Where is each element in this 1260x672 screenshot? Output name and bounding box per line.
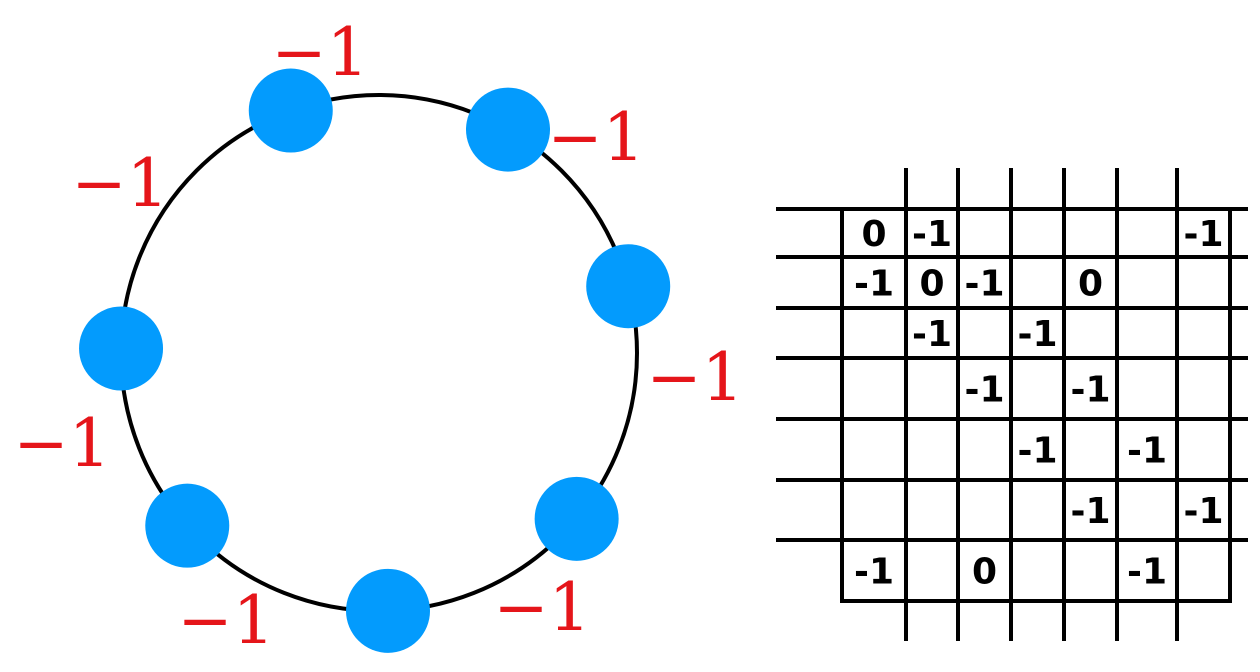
ring-node-4 <box>534 476 619 561</box>
ring-node-3 <box>586 244 671 329</box>
matrix-cell-r7-c1: -1 <box>854 552 894 593</box>
matrix-cell-r2-c5: 0 <box>1078 264 1103 305</box>
matrix-cell-r3-c2: -1 <box>912 314 952 355</box>
matrix-cell-r1-c7: -1 <box>1184 214 1224 255</box>
ring-node-2 <box>466 87 550 172</box>
matrix-cell-values: 0 -1 -1 -1 0 -1 0 -1 -1 -1 -1 -1 -1 -1 -1 -1 0 -1 <box>854 214 1224 593</box>
matrix-cell-r2-c1: -1 <box>854 264 894 305</box>
matrix-cell-box <box>840 538 908 603</box>
matrix-cell-r5-c4: -1 <box>1018 431 1058 472</box>
matrix-cell-box <box>904 306 960 360</box>
matrix-cell-r1-c2: -1 <box>912 214 952 255</box>
matrix-cell-box <box>1009 306 1066 360</box>
edge-weight-label-5: −1 <box>177 582 274 659</box>
matrix-cell-r2-c3: -1 <box>965 264 1005 305</box>
edge-weight-label-2: −1 <box>547 99 644 176</box>
matrix-cell-box <box>1115 417 1179 482</box>
matrix-cell-r2-c2: 0 <box>919 264 944 305</box>
matrix-cell-boxes <box>840 207 1232 603</box>
edge-weight-label-6: −1 <box>13 405 110 482</box>
edge-labels: −1−1−1−1−1−1−1 <box>13 14 743 659</box>
matrix-cell-r4-c5: -1 <box>1071 370 1111 411</box>
matrix-cell-r4-c3: -1 <box>965 370 1005 411</box>
ring-graph: −1−1−1−1−1−1−1 <box>13 14 743 659</box>
ring-node-6 <box>145 483 230 568</box>
ring-node-5 <box>346 568 431 653</box>
matrix-cell-box <box>1062 356 1119 421</box>
edge-weight-label-7: −1 <box>71 145 168 222</box>
matrix-cell-r5-c6: -1 <box>1127 431 1167 472</box>
ring-node-7 <box>79 306 164 391</box>
matrix-cell-r6-c7: -1 <box>1184 491 1224 532</box>
matrix-cell-box <box>1009 417 1066 482</box>
matrix-cell-r1-c1: 0 <box>861 214 886 255</box>
ring-node-1 <box>248 68 333 153</box>
edge-weight-label-3: −1 <box>646 339 743 416</box>
matrix-cell-box <box>1175 207 1232 259</box>
matrix-cell-r7-c6: -1 <box>1127 552 1167 593</box>
matrix-cell-r7-c3: 0 <box>972 552 997 593</box>
matrix-cell-box <box>956 356 1013 421</box>
ring-nodes <box>79 68 671 653</box>
matrix-cell-box <box>1062 478 1119 542</box>
matrix-cell-r6-c5: -1 <box>1071 491 1111 532</box>
matrix-cell-box <box>1115 538 1179 603</box>
matrix-cell-box <box>956 255 1013 310</box>
edge-weight-label-4: −1 <box>493 569 590 646</box>
matrix-cell-r3-c4: -1 <box>1018 314 1058 355</box>
matrix-border <box>840 207 1232 603</box>
matrix-cell-box <box>1175 478 1232 542</box>
adjacency-matrix: 0 -1 -1 -1 0 -1 0 -1 -1 -1 -1 -1 -1 -1 -1 -1 0 -1 <box>776 168 1248 641</box>
